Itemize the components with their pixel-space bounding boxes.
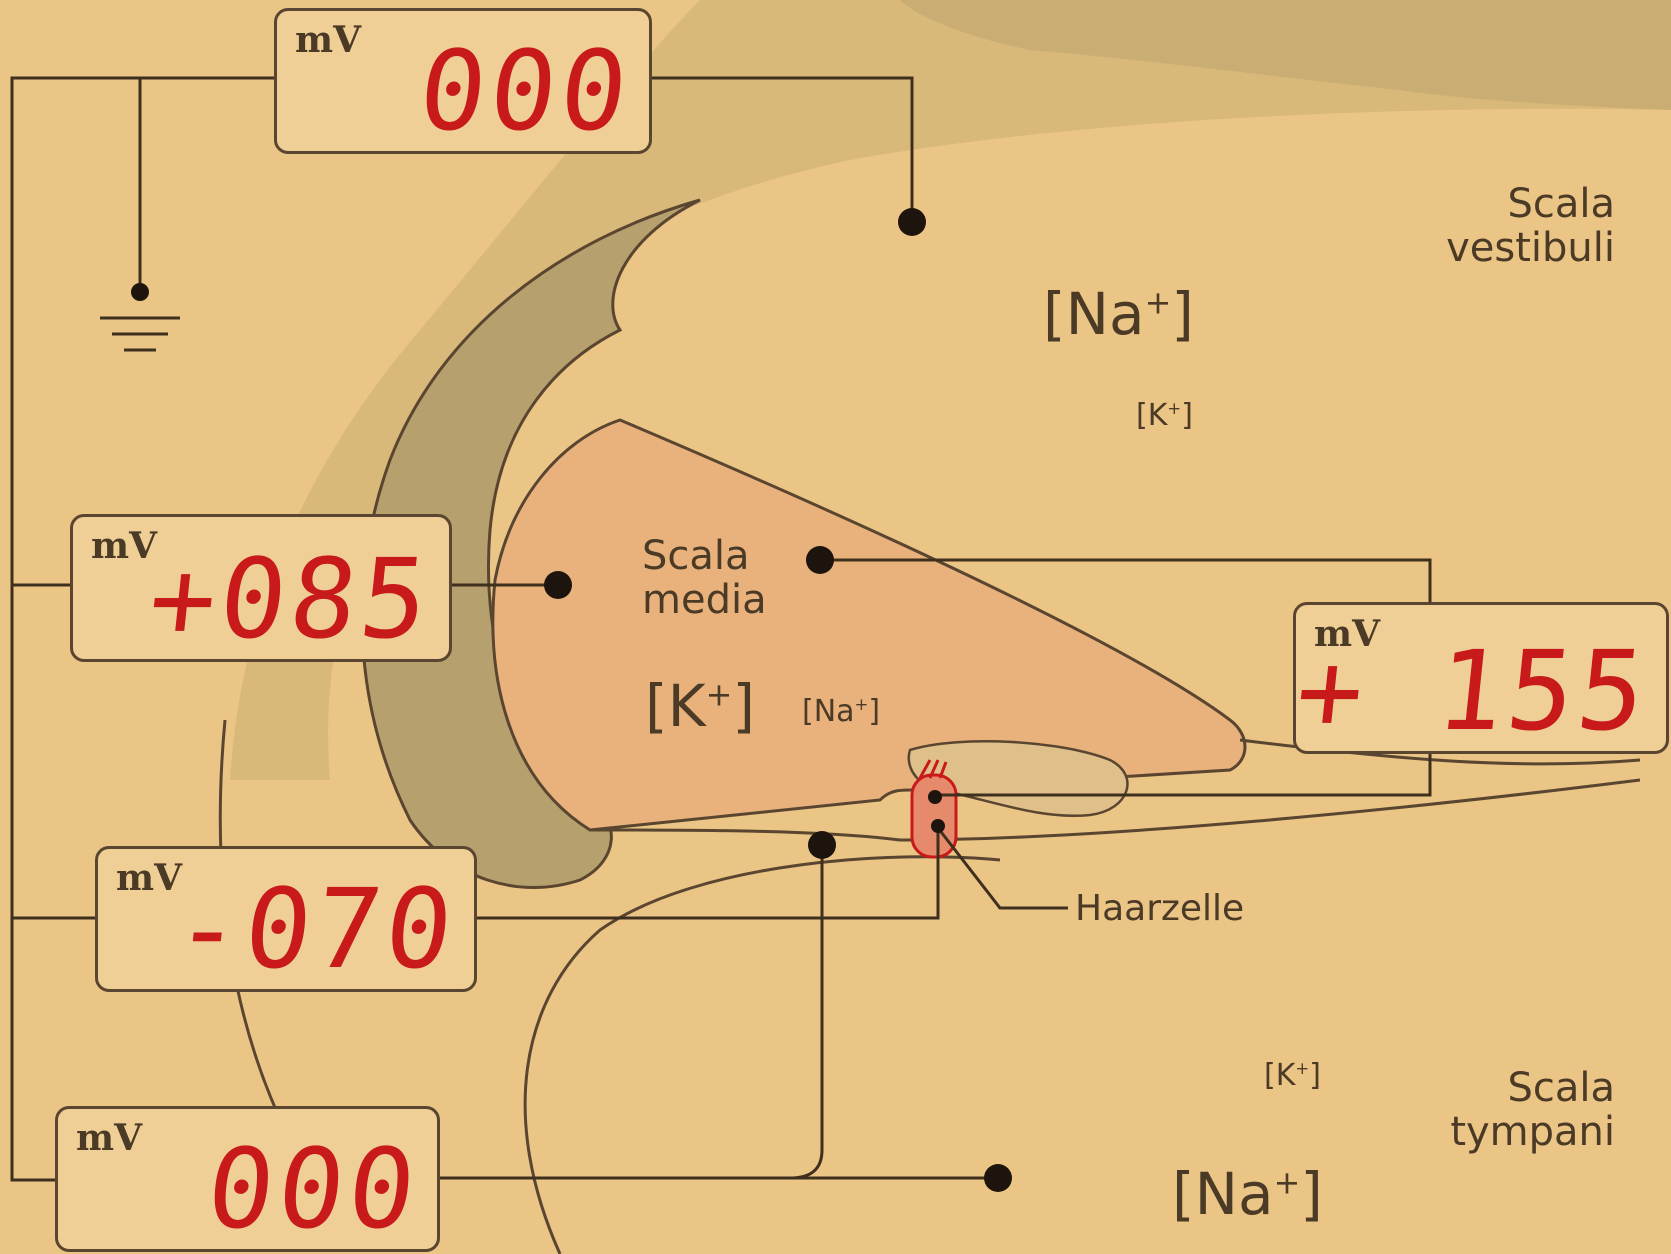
meter-value: +085 (143, 535, 438, 663)
basilar-membrane (589, 778, 1641, 842)
ion-media-k: [K+] (645, 672, 756, 740)
ion-tympani-na: [Na+] (1172, 1160, 1323, 1228)
electrode-tympani (984, 1164, 1012, 1192)
stria-vascularis (360, 198, 701, 889)
meter-unit: mV (1314, 613, 1381, 655)
wall-band (230, 0, 1671, 780)
upper-bone (900, 0, 1671, 110)
ion-tympani-k: [K+] (1264, 1058, 1321, 1093)
electrode-tympani-upper (808, 831, 836, 859)
label-scala-vestibuli: Scala vestibuli (1446, 181, 1615, 271)
wiring (10, 76, 1432, 1182)
meter-unit: mV (295, 19, 362, 61)
meter-bottom: mV 000 (55, 1106, 440, 1253)
meter-right: mV + 155 (1290, 602, 1669, 755)
electrodes (131, 208, 1012, 1192)
electrode-cell-top (928, 790, 942, 804)
ion-vestibuli-k: [K+] (1136, 398, 1193, 433)
meter-top: mV 000 (274, 8, 652, 155)
label-scala-tympani: Scala tympani (1450, 1065, 1615, 1155)
electrode-media-left (544, 571, 572, 599)
meter-value: + 155 (1290, 627, 1655, 755)
meter-value: -070 (168, 865, 463, 993)
meter-unit: mV (116, 857, 183, 899)
electrode-cell-bottom (931, 819, 945, 833)
label-scala-media: Scala media (642, 533, 767, 623)
ground-node (131, 283, 149, 301)
ion-vestibuli-na: [Na+] (1043, 280, 1194, 348)
meter-media: mV +085 (70, 514, 452, 663)
tympani-boundary (523, 855, 1001, 1254)
electrode-vestibuli (898, 208, 926, 236)
meter-unit: mV (76, 1117, 143, 1159)
scala-media-region (491, 418, 1247, 832)
meter-cell: mV -070 (95, 846, 477, 993)
label-haarzelle: Haarzelle (1075, 888, 1245, 929)
meter-unit: mV (91, 525, 158, 567)
ion-media-na: [Na+] (802, 694, 881, 729)
electrode-media (806, 546, 834, 574)
meter-value: 000 (201, 1125, 426, 1253)
meter-value: 000 (413, 27, 638, 155)
